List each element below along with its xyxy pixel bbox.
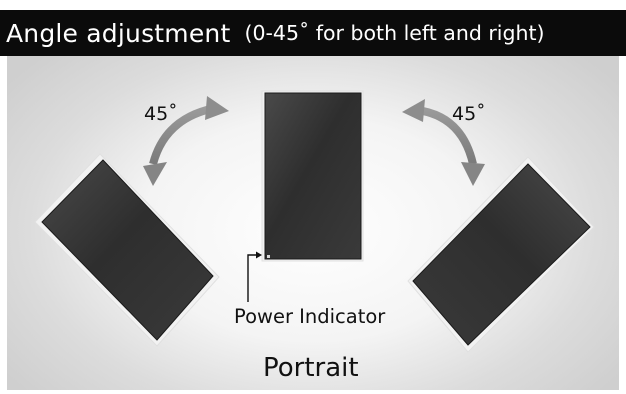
title-text: Angle adjustment	[6, 18, 231, 48]
right-tilted-monitor	[407, 156, 595, 353]
right-angle-label: 45˚	[452, 103, 486, 125]
monitor-illustration	[34, 90, 595, 353]
power-indicator-label: Power Indicator	[234, 305, 386, 328]
diagram-stage: 45˚ 45˚ Power Indicator Portrait	[7, 56, 619, 390]
left-angle-label: 45˚	[144, 103, 178, 125]
title-bar: Angle adjustment (0-45˚ for both left an…	[0, 10, 626, 56]
center-portrait-monitor	[261, 90, 364, 262]
power-indicator-led	[267, 255, 270, 258]
orientation-label: Portrait	[263, 353, 359, 383]
left-curved-double-arrow-icon	[143, 96, 229, 186]
title-range-note: (0-45˚ for both left and right)	[244, 21, 545, 45]
right-curved-double-arrow-icon	[402, 99, 485, 186]
power-indicator-pointer-icon	[247, 251, 262, 302]
left-tilted-monitor	[34, 153, 220, 347]
